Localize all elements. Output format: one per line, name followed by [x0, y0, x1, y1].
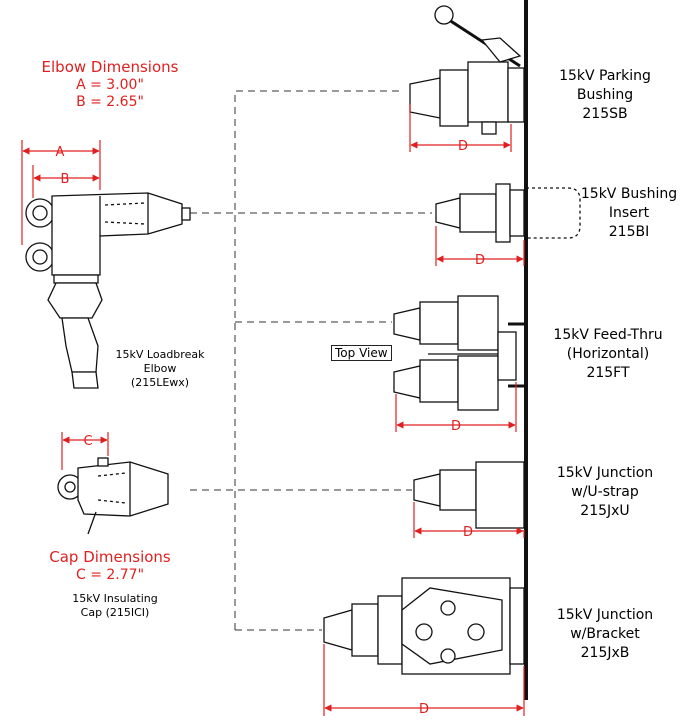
parking-bushing-drawing [409, 5, 525, 135]
dim-label-d5: D [419, 702, 429, 717]
cap-dimensions-title: Cap Dimensions [49, 548, 171, 566]
dim-label-b: B [61, 172, 70, 187]
dim-label-d4: D [463, 525, 473, 540]
dim-label-d2: D [475, 253, 485, 268]
product-label-feed-thru: 15kV Feed-Thru (Horizontal) 215FT [553, 327, 663, 381]
insulating-cap-drawing [57, 457, 169, 535]
product-label-parking-bushing: 15kV Parking Bushing 215SB [559, 68, 651, 122]
top-view-label: Top View [331, 345, 392, 361]
loadbreak-elbow-drawing [25, 192, 191, 389]
product-label-junction-ustrap: 15kV Junction w/U-strap 215JxU [556, 465, 654, 519]
dashed-connectors [190, 90, 432, 631]
bushing-insert-drawing [435, 183, 581, 243]
product-label-junction-bracket: 15kV Junction w/Bracket 215JxB [556, 607, 654, 661]
elbow-dimension-a: A = 3.00" [76, 77, 144, 93]
elbow-dimensions-legend: Elbow Dimensions A = 3.00" B = 2.65" [30, 58, 190, 111]
product-dimension-lines [323, 104, 525, 716]
dim-label-d3: D [451, 419, 461, 434]
elbow-dimension-b: B = 2.65" [76, 94, 144, 110]
dim-label-c: C [83, 434, 92, 449]
cap-dimension-lines [61, 432, 109, 470]
dim-label-d1: D [458, 139, 468, 154]
elbow-dimension-lines [21, 140, 101, 245]
junction-bracket-drawing [323, 577, 525, 675]
feed-thru-drawing [393, 295, 526, 411]
elbow-dimensions-title: Elbow Dimensions [41, 58, 179, 76]
dim-label-a: A [56, 145, 65, 160]
product-label-bushing-insert: 15kV Bushing Insert 215BI [580, 186, 678, 240]
cap-caption: 15kV Insulating Cap (215ICI) [72, 592, 158, 619]
elbow-caption: 15kV Loadbreak Elbow (215LEwx) [115, 348, 205, 389]
cap-dimension-c: C = 2.77" [75, 567, 145, 583]
cap-dimensions-legend: Cap Dimensions C = 2.77" [40, 548, 180, 584]
junction-ustrap-drawing [413, 461, 525, 529]
